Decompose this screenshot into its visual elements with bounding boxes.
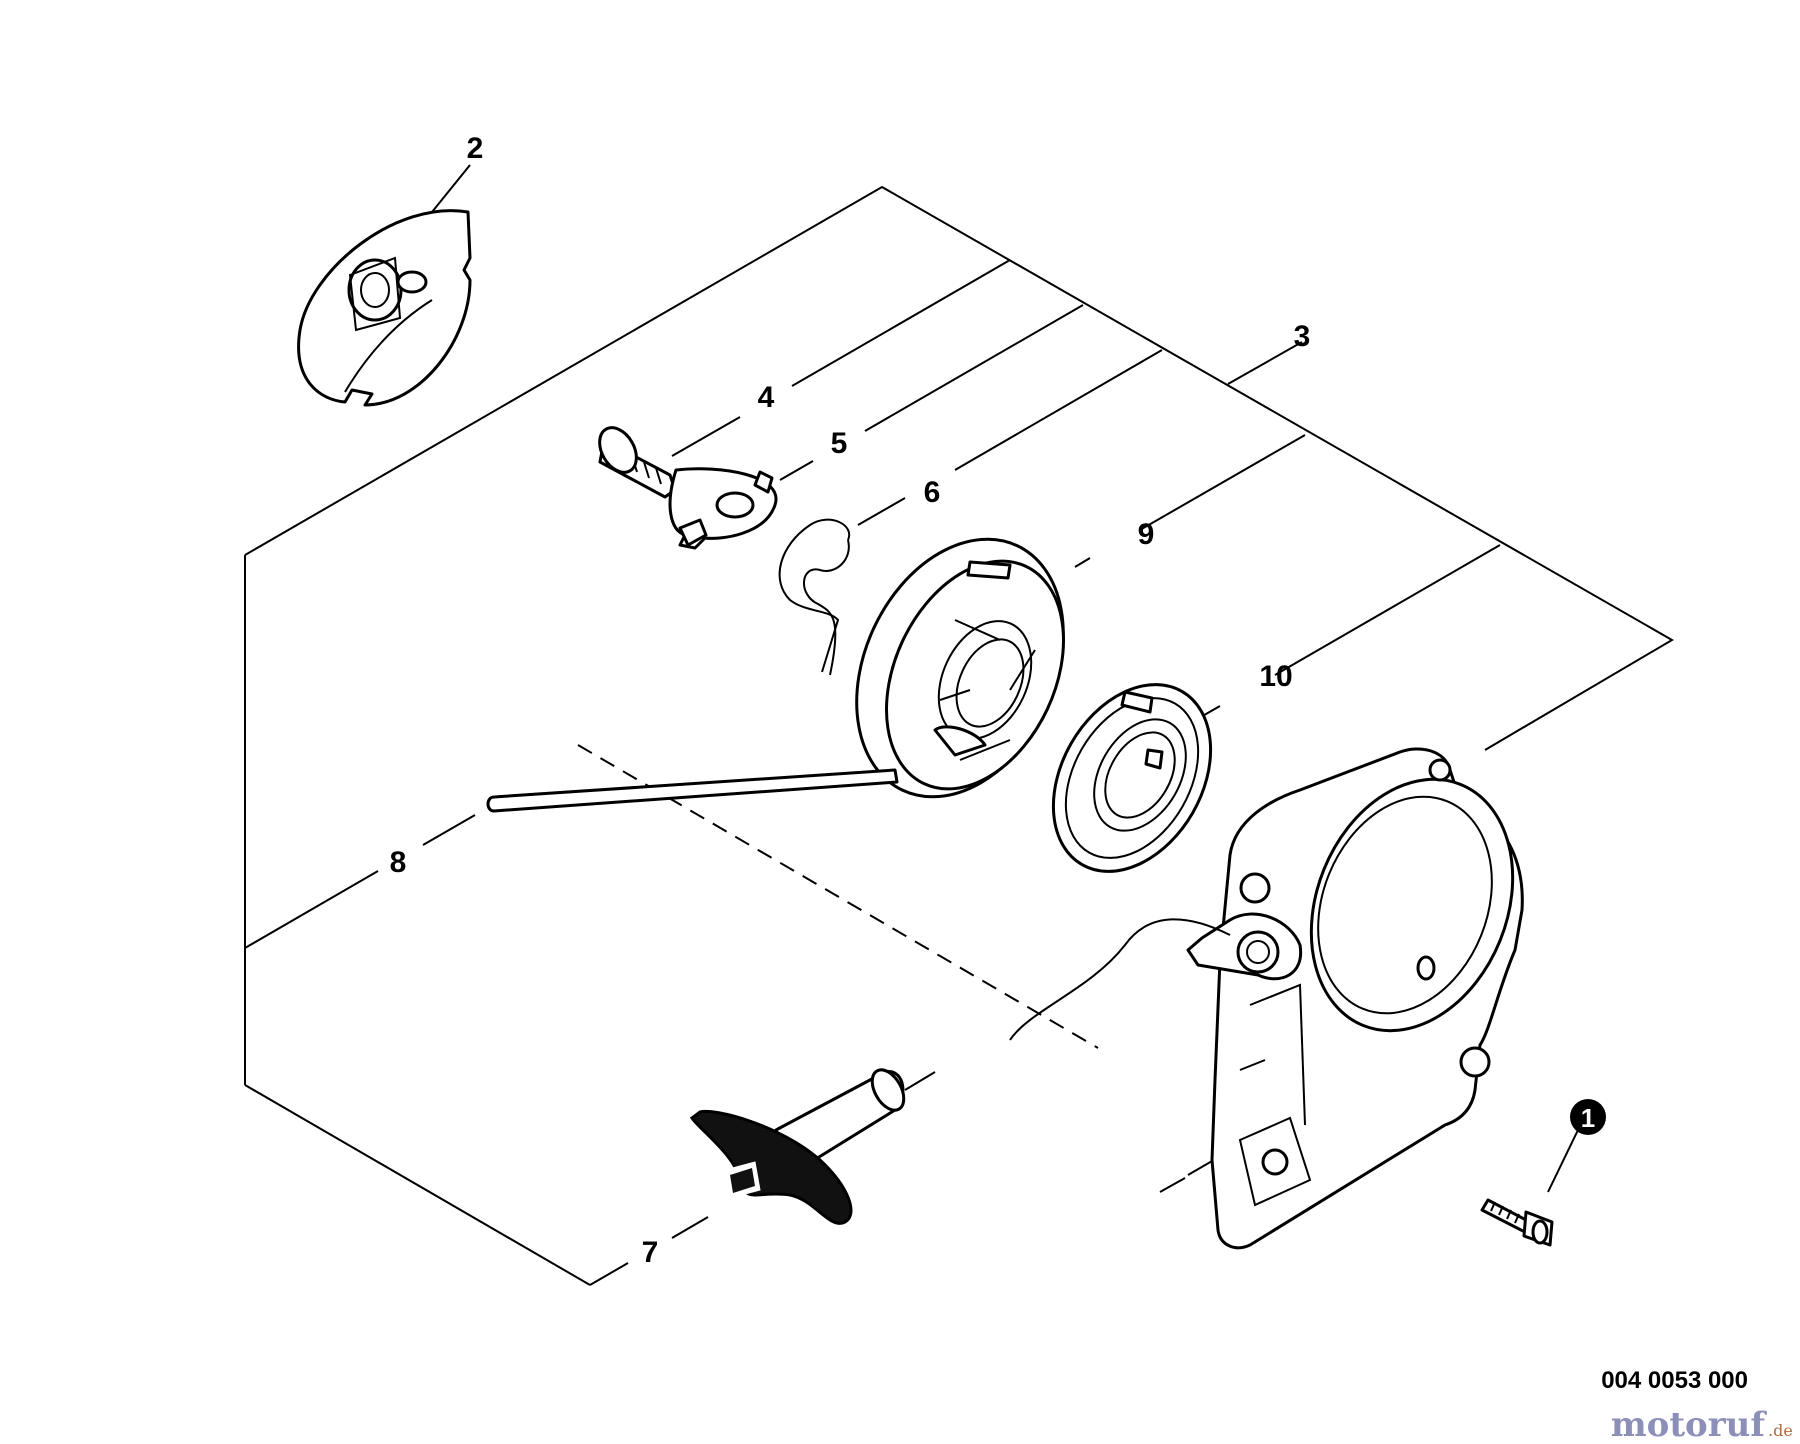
callout-label-2: 2 <box>467 132 484 165</box>
part-pulley-cover <box>297 209 472 407</box>
part-ratchet-pawl <box>668 467 778 550</box>
assembly-bracket-lines <box>244 164 1674 1286</box>
axis-dashed-line <box>577 744 1099 1049</box>
part-t-handle <box>689 1068 906 1225</box>
callout-label-8: 8 <box>390 846 407 879</box>
part-starter-rope <box>486 768 899 813</box>
part-starter-housing <box>1009 747 1524 1250</box>
callout-label-7: 7 <box>642 1236 659 1269</box>
watermark-brand: motoruf <box>1611 1405 1768 1444</box>
callout-badge-1: 1 <box>1570 1099 1606 1135</box>
callout-label-5: 5 <box>831 427 848 460</box>
part-recoil-pulley <box>855 537 1065 799</box>
part-shoulder-bolt <box>598 426 677 499</box>
callout-label-6: 6 <box>924 476 941 509</box>
callout-label-1: 1 <box>1581 1103 1595 1133</box>
drawing-code: 004 0053 000 <box>1601 1367 1748 1394</box>
watermark-logo: motoruf .de <box>1611 1405 1793 1444</box>
part-housing-bolt <box>1480 1198 1554 1247</box>
callout-label-4: 4 <box>758 381 775 414</box>
watermark-suffix: .de <box>1768 1421 1793 1440</box>
callout-label-9: 9 <box>1138 518 1155 551</box>
callout-label-3: 3 <box>1294 320 1311 353</box>
part-recoil-spring <box>1051 683 1213 873</box>
callout-label-10: 10 <box>1259 660 1292 693</box>
part-spring-clip <box>778 518 851 676</box>
